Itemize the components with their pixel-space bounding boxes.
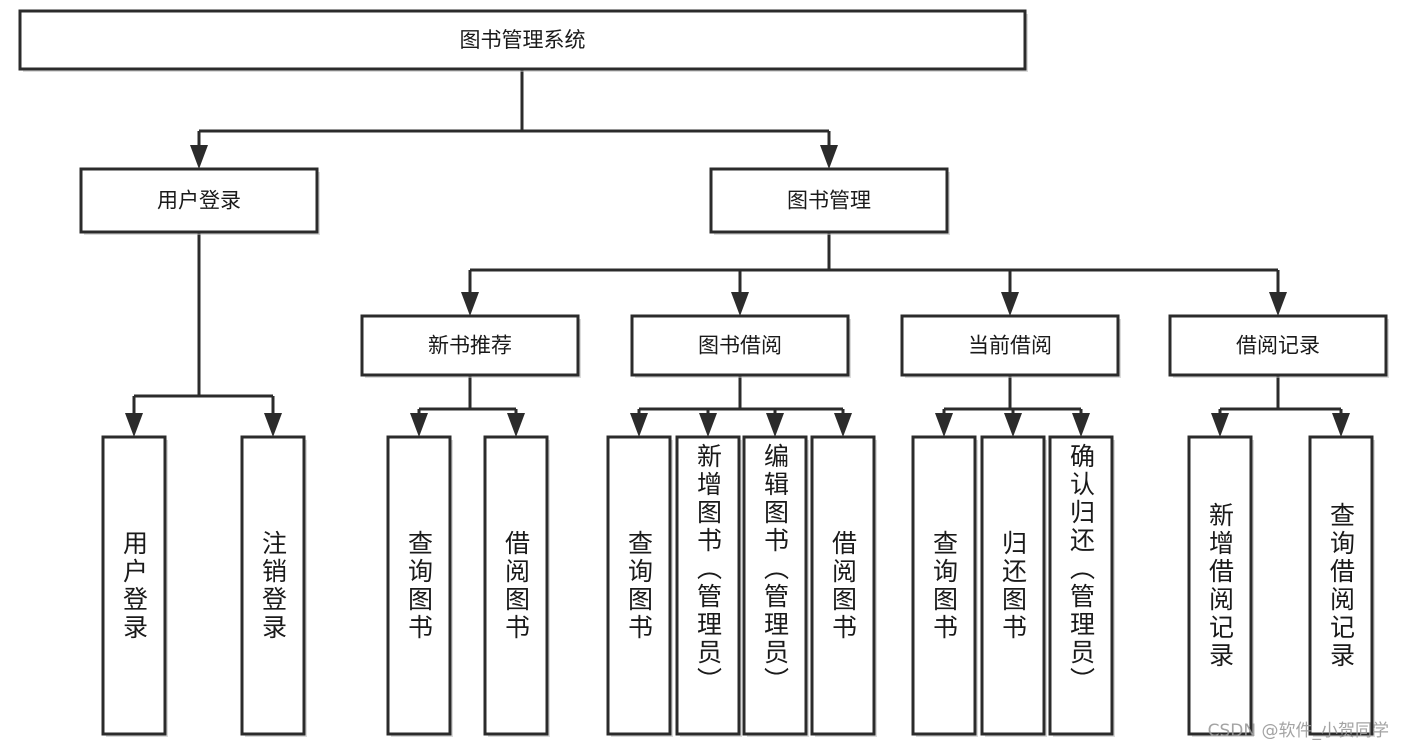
arrow-head-icon (731, 292, 749, 316)
arrow-head-icon (264, 413, 282, 437)
arrow-head-icon (834, 413, 852, 437)
arrow-head-icon (1072, 413, 1090, 437)
node-label-root: 图书管理系统 (460, 28, 586, 52)
node-box-leaf-logout[interactable] (240, 435, 306, 736)
arrow-head-icon (935, 413, 953, 437)
node-box-leaf-confirm-return-admin[interactable] (1048, 435, 1114, 736)
node-box-leaf-query-book-cur[interactable] (911, 435, 977, 736)
arrow-head-icon (699, 413, 717, 437)
node-box-new-book-recommend[interactable] (360, 314, 580, 377)
node-box-leaf-borrow-book-rec[interactable] (483, 435, 549, 736)
node-box-book-manage[interactable] (709, 167, 949, 234)
arrow-head-icon (507, 413, 525, 437)
node-box-leaf-query-book-rec[interactable] (386, 435, 452, 736)
node-box-borrow-record[interactable] (1168, 314, 1388, 377)
node-label-book-manage: 图书管理 (787, 189, 871, 213)
node-box-leaf-edit-book-admin[interactable] (742, 435, 808, 736)
arrow-head-icon (125, 413, 143, 437)
node-label-user-login: 用户登录 (157, 189, 241, 213)
node-box-user-login[interactable] (79, 167, 319, 234)
node-label-borrow-record: 借阅记录 (1236, 334, 1320, 358)
node-box-leaf-user-login[interactable] (101, 435, 167, 736)
connectors-layer (125, 69, 1350, 437)
arrow-head-icon (1269, 292, 1287, 316)
node-box-leaf-borrow-book[interactable] (810, 435, 876, 736)
arrow-head-icon (190, 145, 208, 169)
arrow-head-icon (461, 292, 479, 316)
node-box-leaf-return-book[interactable] (980, 435, 1046, 736)
node-label-current-borrow: 当前借阅 (968, 334, 1052, 358)
arrow-head-icon (630, 413, 648, 437)
node-box-current-borrow[interactable] (900, 314, 1120, 377)
node-box-leaf-add-book-admin[interactable] (675, 435, 741, 736)
arrow-head-icon (820, 145, 838, 169)
watermark-text: CSDN @软件_小贺同学 (1207, 721, 1389, 741)
node-box-root[interactable] (18, 9, 1027, 71)
node-box-leaf-add-borrow-record[interactable] (1187, 435, 1253, 736)
node-label-book-borrow: 图书借阅 (698, 334, 782, 358)
node-box-book-borrow[interactable] (630, 314, 850, 377)
arrow-head-icon (766, 413, 784, 437)
arrow-head-icon (1211, 413, 1229, 437)
node-label-new-book-recommend: 新书推荐 (428, 334, 512, 358)
arrow-head-icon (1332, 413, 1350, 437)
arrow-head-icon (1004, 413, 1022, 437)
node-box-leaf-query-borrow-record[interactable] (1308, 435, 1374, 736)
node-boxes-layer (18, 9, 1389, 737)
node-box-leaf-query-book-borrow[interactable] (606, 435, 672, 736)
arrow-head-icon (1001, 292, 1019, 316)
arrow-head-icon (410, 413, 428, 437)
